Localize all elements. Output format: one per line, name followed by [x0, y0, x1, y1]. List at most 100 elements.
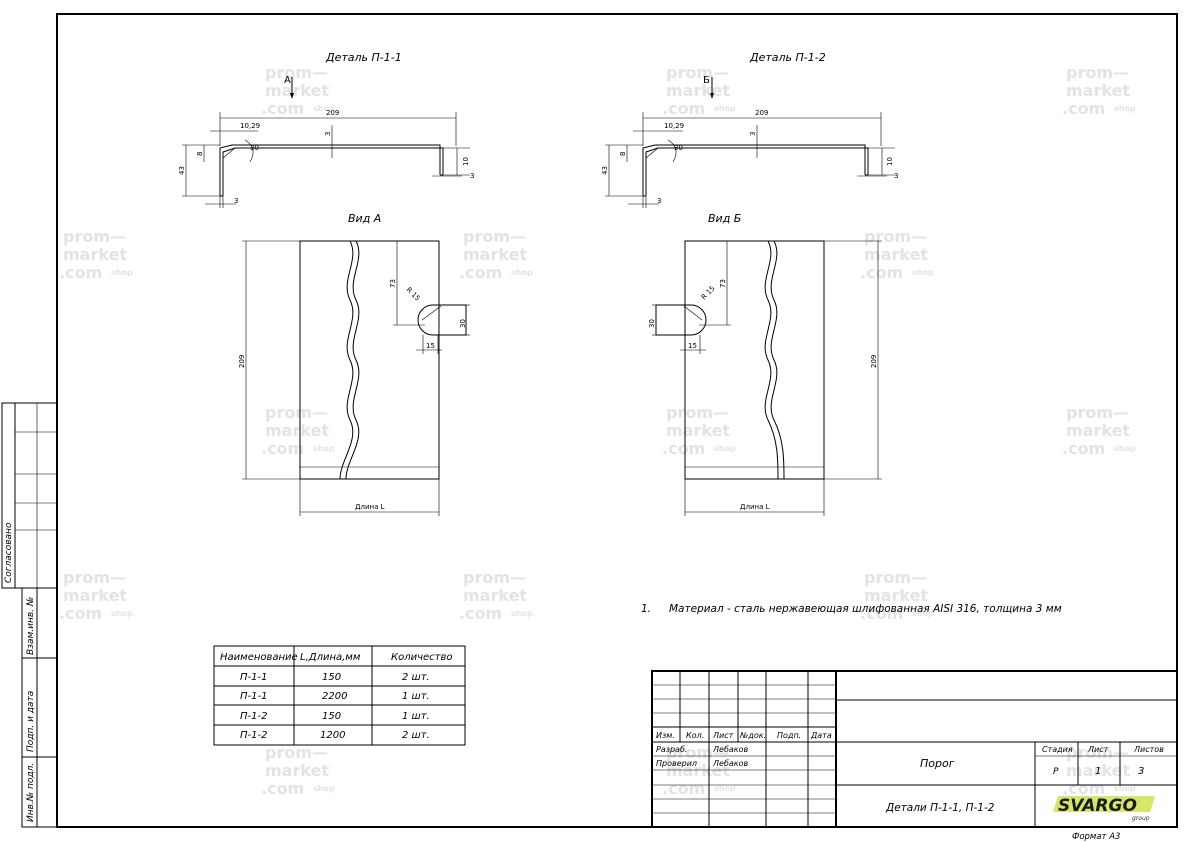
watermark-suffix: shop [313, 784, 335, 793]
table-cell: 2200 [322, 691, 347, 702]
watermark-text: market [666, 761, 730, 780]
view2-dim-r: R 15 [700, 284, 717, 301]
tb-col-doc: №док. [739, 731, 766, 740]
tb-col-kol: Кол. [686, 731, 704, 740]
tb-stage: Р [1053, 767, 1059, 777]
view1-dim-73: 73 [389, 279, 397, 288]
watermark: prom—market.com shop [662, 743, 736, 798]
watermark-text: .com [1062, 99, 1105, 118]
watermark-text: prom— [864, 568, 927, 587]
watermark-text: prom— [666, 63, 729, 82]
spec-header-length: L,Длина,мм [300, 652, 361, 663]
watermark-text: prom— [265, 403, 328, 422]
detail1-dim-bottom: 3 [234, 197, 238, 205]
detail2-dim-width: 209 [755, 109, 768, 117]
watermark-suffix: shop [714, 444, 736, 453]
watermark-text: .com [261, 99, 304, 118]
detail2-dim-right: 10 [886, 157, 894, 166]
sign-date-label: Подп. и дата [26, 691, 36, 752]
watermark-text: market [265, 81, 329, 100]
tb-name-checker: Лебаков [712, 759, 749, 768]
watermark-suffix: shop [1114, 104, 1136, 113]
watermark-text: prom— [864, 227, 927, 246]
detail-p-1-1: Деталь П-1-1 А 209 10,29 30 3 43 8 3 [178, 51, 474, 208]
tb-name-developer: Лебаков [712, 745, 749, 754]
watermark-text: market [864, 586, 928, 605]
watermark-text: .com [662, 779, 705, 798]
tb-col-sign: Подп. [777, 731, 801, 740]
table-cell: 1 шт. [402, 691, 430, 702]
watermark-text: market [864, 245, 928, 264]
watermark-text: .com [59, 604, 102, 623]
spec-table: Наименование L,Длина,мм Количество П-1-1… [213, 645, 466, 746]
watermark-text: .com [1062, 439, 1105, 458]
inv-orig-label: Инв.№ подл. [26, 763, 36, 822]
table-cell: 150 [322, 711, 341, 722]
tb-col-list: Лист [712, 731, 734, 740]
detail1-dim-angle: 30 [250, 144, 259, 152]
watermark-text: market [63, 245, 127, 264]
watermark-text: prom— [265, 63, 328, 82]
watermark-suffix: shop [111, 268, 133, 277]
detail1-dim-t: 3 [324, 132, 332, 136]
view2-dim-height: 209 [870, 355, 878, 368]
format-label: Формат А3 [1072, 832, 1120, 842]
watermark-text: market [1066, 421, 1130, 440]
watermark-suffix: shop [912, 609, 934, 618]
detail1-dim-r: 10,29 [240, 122, 260, 130]
watermark: prom—market.com shop [261, 63, 335, 118]
view-a: Вид А 209 73 R 15 30 15 Длина L [238, 212, 470, 516]
view-b: Вид Б 209 73 R 15 30 15 Длина L [648, 212, 882, 516]
watermark-text: prom— [63, 568, 126, 587]
watermark-suffix: shop [714, 784, 736, 793]
tb-sheet: 1 [1095, 766, 1101, 777]
watermark-text: market [1066, 81, 1130, 100]
table-cell: П-1-1 [240, 672, 267, 683]
material-note: 1. Материал - сталь нержавеющая шлифован… [641, 603, 1062, 615]
tb-sheet-label: Лист [1087, 745, 1109, 754]
svargo-logo: SVARGO group [1053, 796, 1155, 822]
watermark-text: prom— [666, 743, 729, 762]
detail2-title: Деталь П-1-2 [749, 51, 826, 64]
watermark-text: market [666, 421, 730, 440]
tb-stage-label: Стадия [1042, 745, 1073, 754]
watermark-suffix: shop [912, 268, 934, 277]
detail1-title: Деталь П-1-1 [325, 51, 402, 64]
watermark-suffix: shop [111, 609, 133, 618]
detail1-dim-h: 43 [178, 166, 186, 175]
watermark-suffix: shop [714, 104, 736, 113]
watermark-text: .com [459, 263, 502, 282]
table-cell: П-1-2 [240, 711, 267, 722]
watermark-text: market [63, 586, 127, 605]
watermark-text: .com [662, 439, 705, 458]
watermark-suffix: shop [313, 104, 335, 113]
watermark-text: market [666, 81, 730, 100]
table-cell: П-1-1 [240, 691, 267, 702]
detail1-dim-right-bottom: 3 [470, 172, 474, 180]
watermark-text: .com [261, 439, 304, 458]
table-cell: 2 шт. [402, 672, 430, 683]
view2-length: Длина L [740, 503, 770, 511]
tb-col-date: Дата [810, 731, 832, 740]
watermark-text: market [265, 761, 329, 780]
detail2-dim-bottom: 3 [657, 197, 661, 205]
watermark-text: prom— [1066, 403, 1129, 422]
view1-dim-15: 15 [426, 342, 435, 350]
view2-dim-30: 30 [648, 319, 656, 328]
view2-dim-73: 73 [719, 279, 727, 288]
detail2-section-mark: Б [703, 75, 710, 86]
detail2-dim-angle: 30 [674, 144, 683, 152]
watermark-text: .com [860, 604, 903, 623]
tb-col-izm: Изм. [656, 731, 675, 740]
title-block: Изм. Кол. Лист №док. Подп. Дата Разраб. … [651, 670, 1178, 842]
detail2-dim-t: 3 [749, 132, 757, 136]
watermark-suffix: shop [511, 268, 533, 277]
